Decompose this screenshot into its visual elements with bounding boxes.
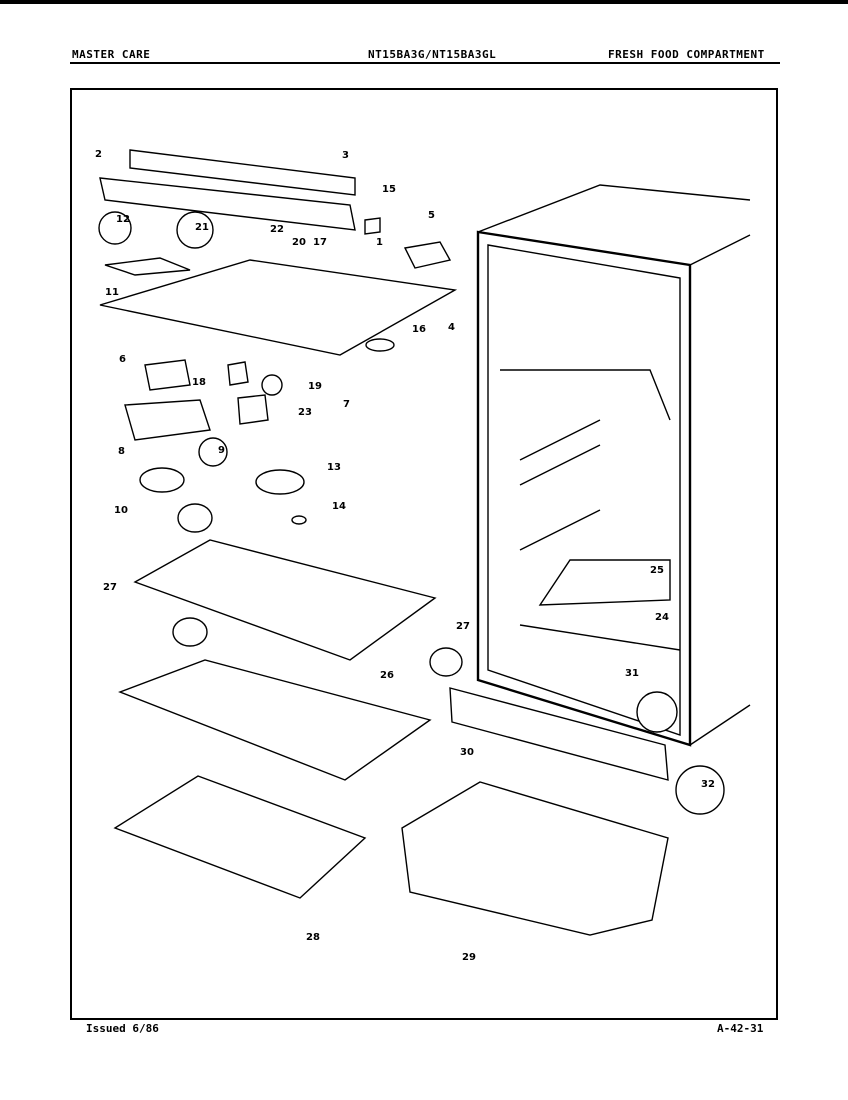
- callout-15: 15: [382, 184, 396, 195]
- callout-27-right: 27: [456, 621, 470, 632]
- diagram-frame: [70, 88, 778, 1020]
- callout-27-left: 27: [103, 582, 117, 593]
- callout-29: 29: [462, 952, 476, 963]
- callout-14: 14: [332, 501, 346, 512]
- callout-10: 10: [114, 505, 128, 516]
- callout-26: 26: [380, 670, 394, 681]
- callout-6: 6: [119, 354, 126, 365]
- callout-31: 31: [625, 668, 639, 679]
- callout-18: 18: [192, 377, 206, 388]
- callout-1: 1: [376, 237, 383, 248]
- callout-25: 25: [650, 565, 664, 576]
- header-section: FRESH FOOD COMPARTMENT: [608, 48, 765, 61]
- header-brand: MASTER CARE: [72, 48, 151, 61]
- callout-9: 9: [218, 445, 225, 456]
- callout-22: 22: [270, 224, 284, 235]
- callout-4: 4: [448, 322, 455, 333]
- callout-5: 5: [428, 210, 435, 221]
- callout-2: 2: [95, 149, 102, 160]
- glass-and-crisper: [113, 775, 669, 936]
- callout-28: 28: [306, 932, 320, 943]
- callout-17: 17: [313, 237, 327, 248]
- callout-20: 20: [292, 237, 306, 248]
- callout-3: 3: [342, 150, 349, 161]
- footer-code: A-42-31: [717, 1022, 764, 1035]
- callout-12: 12: [116, 214, 130, 225]
- callout-11: 11: [105, 287, 119, 298]
- shelves: [118, 503, 725, 815]
- callout-labels: 2 3 15 5 12 21 22 20 17 1 11 4 16 6 18 1…: [95, 149, 715, 963]
- callout-7: 7: [343, 399, 350, 410]
- cabinet: [476, 184, 751, 747]
- callout-13: 13: [327, 462, 341, 473]
- callout-19: 19: [308, 381, 322, 392]
- callout-32: 32: [701, 779, 715, 790]
- top-assembly: [98, 149, 458, 356]
- callout-16: 16: [412, 324, 426, 335]
- top-border: [0, 0, 848, 4]
- header-rule: [70, 62, 780, 64]
- callout-8: 8: [118, 446, 125, 457]
- callout-23: 23: [298, 407, 312, 418]
- footer-issued: Issued 6/86: [86, 1022, 159, 1035]
- callout-30: 30: [460, 747, 474, 758]
- controls: [124, 359, 307, 525]
- callout-24: 24: [655, 612, 669, 623]
- callout-21: 21: [195, 222, 209, 233]
- header-model: NT15BA3G/NT15BA3GL: [368, 48, 497, 61]
